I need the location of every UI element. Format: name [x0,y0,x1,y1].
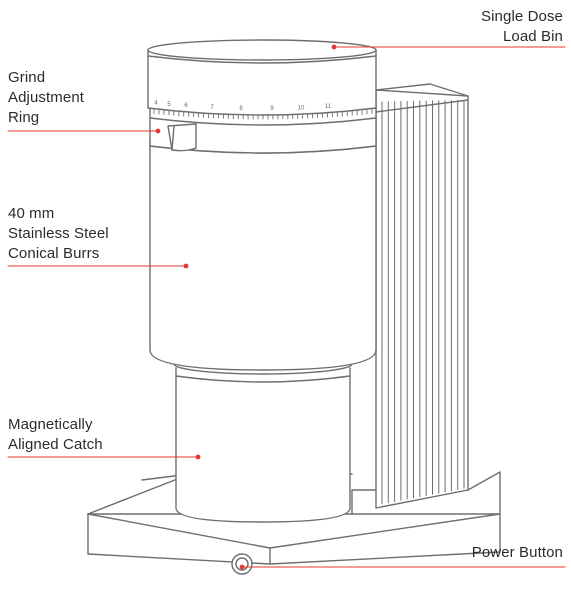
callout-power: Power Button [472,543,563,563]
dial-number: 7 [210,105,214,111]
callout-burrs-line3: Conical Burrs [8,245,100,262]
callout-catch: Magnetically Aligned Catch [8,415,103,455]
callout-power-line1: Power Button [471,544,563,561]
load-bin [147,39,377,116]
callout-burrs-line1: 40 mm [8,205,55,222]
leader-dot-catch [195,454,201,460]
callout-burrs: 40 mm Stainless Steel Conical Burrs [8,204,109,264]
grind-ring [149,105,377,154]
leader-dot-burrs [183,263,189,269]
power-button-icon[interactable] [231,553,253,575]
callout-load-bin-line2: Load Bin [502,28,563,45]
callout-catch-line1: Magnetically [8,416,93,433]
dial-number: 11 [325,104,332,110]
callout-load-bin: Single Dose Load Bin [481,7,563,47]
dial-number: 9 [270,106,274,112]
catch-cup [173,353,353,523]
callout-grind-ring-line2: Adjustment [8,89,85,106]
callout-grind-ring-line3: Ring [8,109,40,126]
leader-dot-load-bin [331,44,337,50]
fluted-column [375,83,469,509]
dial-number: 6 [184,103,188,109]
main-body [149,139,377,371]
dial-number: 10 [298,105,305,111]
dial-number: 4 [154,101,158,107]
leader-dot-power [239,564,245,570]
leader-dot-grind-ring [155,128,161,134]
leader-lines [7,46,566,568]
callout-catch-line2: Aligned Catch [8,436,103,453]
callout-burrs-line2: Stainless Steel [8,225,109,242]
callout-grind-ring: Grind Adjustment Ring [8,68,84,128]
dial-number: 8 [239,106,243,112]
callout-load-bin-line1: Single Dose [481,8,563,25]
callout-grind-ring-line1: Grind [8,69,46,86]
dial-number: 5 [167,102,171,108]
